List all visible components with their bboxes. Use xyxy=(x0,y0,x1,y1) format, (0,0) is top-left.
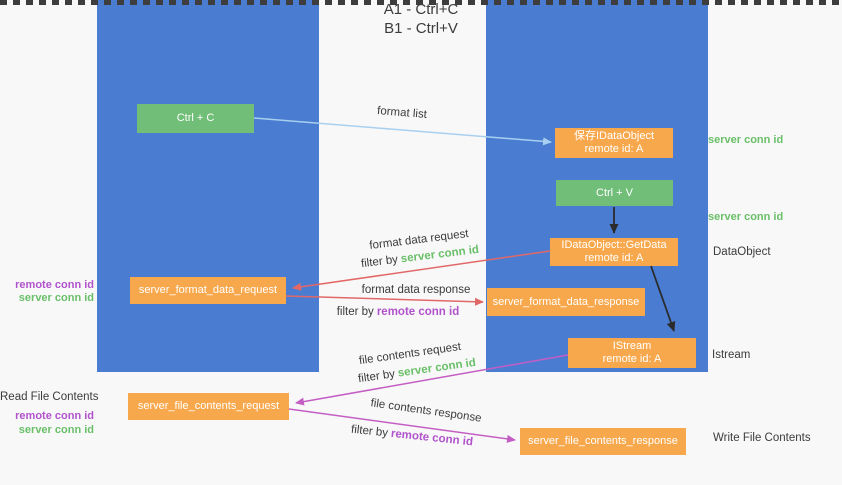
node-server-file-contents-response: server_file_contents_response xyxy=(520,428,686,455)
node-save-idataobject: 保存IDataObject remote id: A xyxy=(555,128,673,158)
edge-label-file-contents-response: file contents response xyxy=(369,397,483,425)
node-save-idataobject-line1: 保存IDataObject xyxy=(573,130,655,142)
node-getdata-line2: remote id: A xyxy=(584,252,644,264)
edge-label-format-data-response: format data response xyxy=(361,284,471,296)
filter-by-text: filter by xyxy=(350,423,389,440)
remote-conn-id-text: remote conn id xyxy=(376,306,460,318)
lane-a1-remote xyxy=(97,0,319,372)
node-ctrl-c: Ctrl + C xyxy=(137,104,254,133)
filter-by-text: filter by xyxy=(336,306,374,318)
label-remote-conn-id-file: remote conn id xyxy=(15,410,94,422)
title-line-1: A1 - Ctrl+C xyxy=(383,1,459,18)
label-server-conn-id-top: server conn id xyxy=(708,134,784,146)
remote-conn-id-text: remote conn id xyxy=(390,427,474,449)
node-server-file-contents-request: server_file_contents_request xyxy=(128,393,289,420)
edge-label-format-list: format list xyxy=(376,105,428,121)
node-save-idataobject-line2: remote id: A xyxy=(584,143,644,155)
node-format-request-label: server_format_data_request xyxy=(138,284,278,296)
label-server-conn-id-file: server conn id xyxy=(18,424,94,436)
node-getdata-line1: IDataObject::GetData xyxy=(561,239,667,251)
server-conn-id-text: server conn id xyxy=(400,243,480,266)
node-idataobject-getdata: IDataObject::GetData remote id: A xyxy=(550,238,678,266)
node-format-response-label: server_format_data_response xyxy=(492,295,640,308)
label-read-file-contents: Read File Contents xyxy=(0,391,99,403)
node-file-response-label: server_file_contents_response xyxy=(528,435,678,447)
filter-by-text: filter by xyxy=(360,253,399,271)
node-ctrl-v: Ctrl + V xyxy=(556,180,673,206)
node-istream-line2: remote id: A xyxy=(602,353,662,365)
node-ctrl-c-label: Ctrl + C xyxy=(176,112,215,124)
node-istream: IStream remote id: A xyxy=(568,338,696,368)
label-write-file-contents: Write File Contents xyxy=(713,432,811,444)
node-istream-line1: IStream xyxy=(612,340,652,352)
label-dataobject: DataObject xyxy=(713,246,771,258)
node-ctrl-v-label: Ctrl + V xyxy=(596,186,633,199)
label-server-conn-id-format: server conn id xyxy=(18,292,94,304)
server-conn-id-text: server conn id xyxy=(397,356,477,380)
label-server-conn-id-mid: server conn id xyxy=(708,211,784,223)
node-file-request-label: server_file_contents_request xyxy=(137,400,280,412)
title-line-2: B1 - Ctrl+V xyxy=(384,20,458,37)
node-server-format-data-request: server_format_data_request xyxy=(130,277,286,304)
label-remote-conn-id-format: remote conn id xyxy=(15,279,94,291)
session-separator-dotted-line xyxy=(0,0,842,5)
node-server-format-data-response: server_format_data_response xyxy=(487,288,645,316)
diagram-title: A1 - Ctrl+C B1 - Ctrl+V xyxy=(0,0,842,38)
filter-by-text: filter by xyxy=(357,368,396,386)
label-istream: Istream xyxy=(712,349,751,361)
